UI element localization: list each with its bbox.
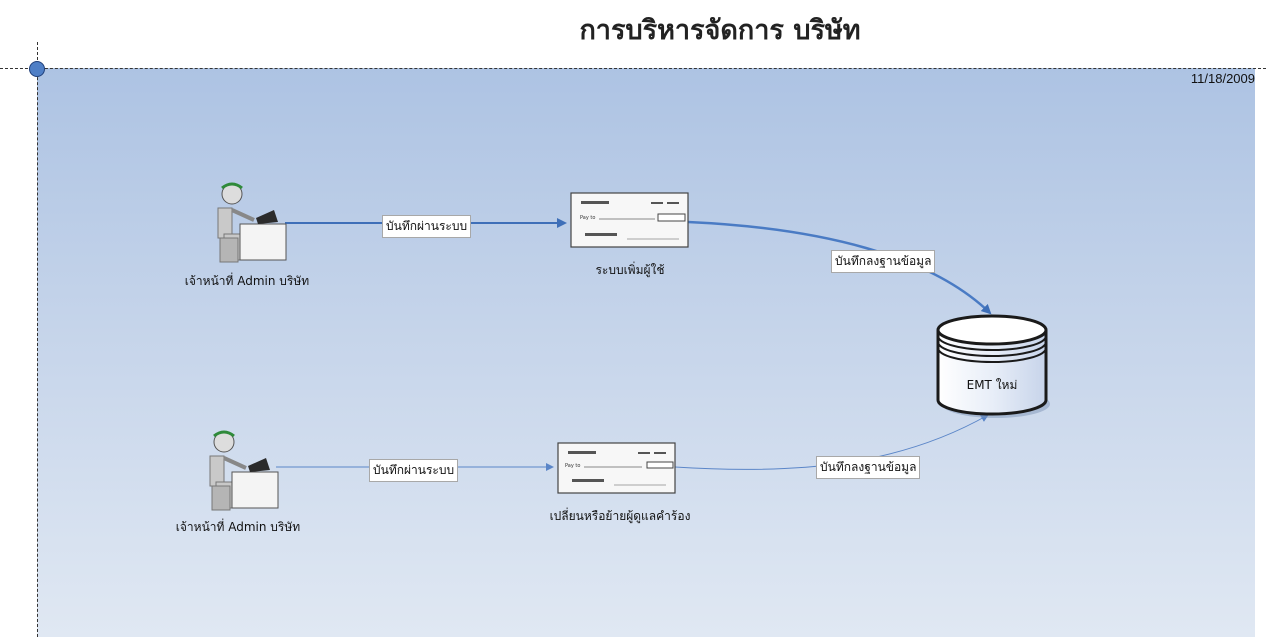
diagram-canvas	[37, 68, 1255, 637]
flow-label-top-2: บันทึกลงฐานข้อมูล	[831, 250, 936, 273]
page-title: การบริหารจัดการ บริษัท	[579, 15, 861, 46]
database-label: EMT ใหม่	[966, 378, 1018, 392]
check-payto-text: Pay to	[565, 463, 580, 469]
horizontal-guide-line	[0, 68, 1266, 69]
connector-top-2	[687, 220, 992, 315]
database-cylinder-icon	[936, 314, 1050, 418]
flow-label-bottom-1: บันทึกผ่านระบบ	[369, 459, 459, 482]
person-at-desk-icon	[209, 430, 279, 511]
check-payto-text: Pay to	[580, 215, 595, 221]
date-stamp: 11/18/2009	[1190, 71, 1255, 86]
vertical-guide-line	[37, 42, 38, 637]
actor-label-bottom: เจ้าหน้าที่ Admin บริษัท	[175, 520, 301, 534]
check-form-icon: Pay to	[570, 192, 689, 248]
process-label-top: ระบบเพิ่มผู้ใช้	[595, 263, 665, 277]
process-label-bottom: เปลี่ยนหรือย้ายผู้ดูแลคำร้อง	[549, 509, 691, 523]
check-form-icon: Pay to	[557, 442, 676, 494]
person-at-desk-icon	[217, 182, 287, 263]
anchor-handle[interactable]	[29, 61, 45, 77]
flow-label-bottom-2: บันทึกลงฐานข้อมูล	[816, 456, 921, 479]
flow-label-top-1: บันทึกผ่านระบบ	[382, 215, 472, 238]
actor-label-top: เจ้าหน้าที่ Admin บริษัท	[184, 274, 310, 288]
